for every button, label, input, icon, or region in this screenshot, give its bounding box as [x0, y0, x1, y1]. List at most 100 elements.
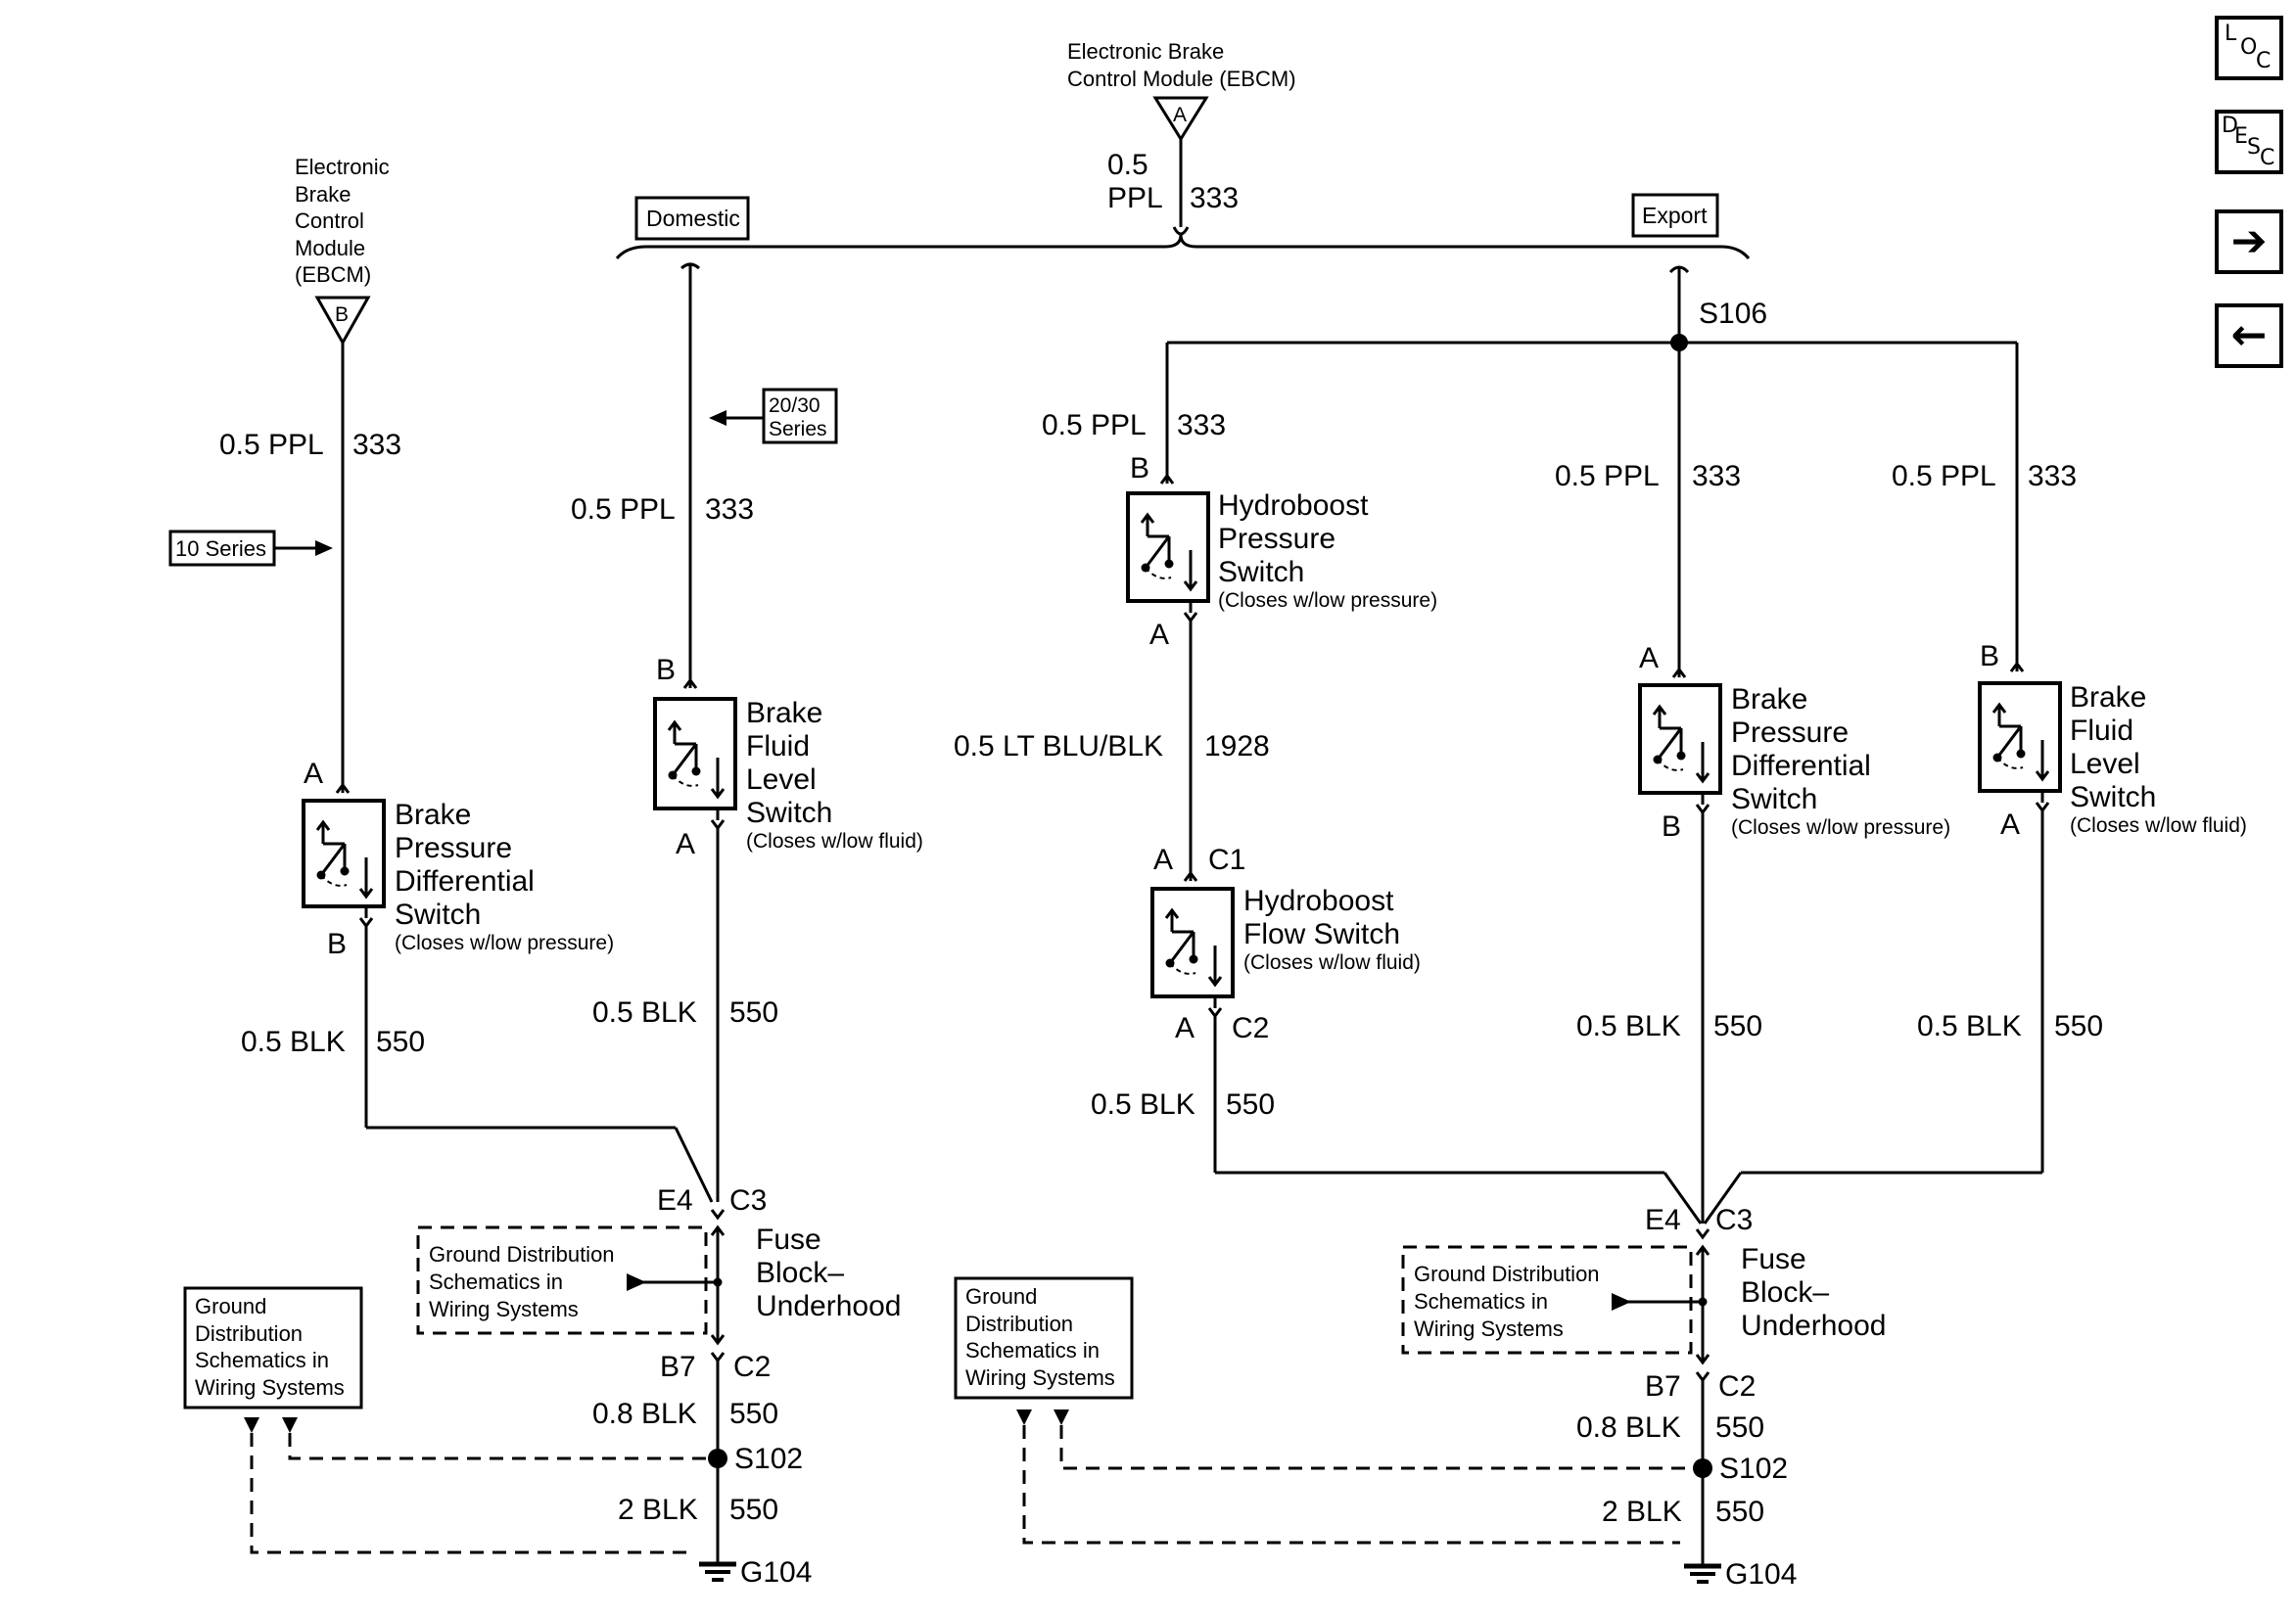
right-gd-inner-2: Schematics in: [1414, 1289, 1548, 1314]
right-gd-box-4: Wiring Systems: [965, 1365, 1115, 1390]
dom-bfl-name-4: Switch: [746, 797, 832, 829]
ebcm-a-label-line1: Electronic Brake: [1067, 39, 1224, 64]
right-fuse-c3: C3: [1715, 1204, 1753, 1236]
description-button[interactable]: D E S C: [2215, 110, 2283, 174]
left-bpd-pin-b: B: [327, 928, 347, 960]
exp-bpd-name-1: Brake: [1731, 683, 1807, 716]
hbp-wire-ppl: 0.5 PPL: [1042, 409, 1147, 441]
ebcm-a-label-line2: Control Module (EBCM): [1067, 67, 1296, 91]
exp-bfl-circuit-550: 550: [2054, 1010, 2103, 1042]
right-fuse-c2: C2: [1718, 1370, 1756, 1403]
desc-letter-c: C: [2260, 146, 2275, 170]
loc-letter-l: L: [2225, 22, 2237, 46]
ebcm-b-line3: Control: [295, 208, 364, 233]
domestic-label: Domestic: [646, 206, 740, 231]
left-g104: G104: [740, 1556, 812, 1589]
dom-bfl-name-2: Fluid: [746, 730, 810, 762]
left-gd-inner-3: Wiring Systems: [429, 1297, 579, 1321]
left-bpd-pin-a: A: [304, 758, 323, 790]
left-wire-blk-550-a: 0.5 BLK: [241, 1026, 346, 1058]
exp-bpd-name-2: Pressure: [1731, 716, 1849, 749]
right-ground-g104-symbol: [1684, 1563, 1721, 1584]
top-wire-gauge: 0.5: [1107, 149, 1148, 181]
hbf-c2: C2: [1232, 1012, 1269, 1044]
left-bpd-note: (Closes w/low pressure): [395, 932, 614, 954]
left-gd-box-4: Wiring Systems: [195, 1375, 345, 1400]
export-label: Export: [1642, 203, 1708, 228]
next-page-button[interactable]: ➔: [2215, 209, 2283, 274]
hbp-note: (Closes w/low pressure): [1218, 589, 1437, 612]
exp-bpd-name-4: Switch: [1731, 783, 1817, 815]
left-fuse-b7: B7: [660, 1351, 696, 1383]
series-10-label: 10 Series: [175, 536, 266, 561]
ebcm-b-line2: Brake: [295, 182, 351, 207]
left-gd-inner-1: Ground Distribution: [429, 1242, 615, 1267]
right-fuse-name-2: Block–: [1741, 1276, 1829, 1309]
ebcm-b-line4: Module: [295, 236, 365, 260]
hbf-wire-blk: 0.5 BLK: [1091, 1088, 1195, 1121]
left-gd-inner-2: Schematics in: [429, 1270, 563, 1294]
left-wire-ppl: 0.5 PPL: [219, 429, 324, 461]
right-gd-inner-1: Ground Distribution: [1414, 1262, 1600, 1286]
exp-bfl-wire-blk: 0.5 BLK: [1917, 1010, 2022, 1042]
hbp-wire-ltblu: 0.5 LT BLU/BLK: [954, 730, 1163, 762]
right-wire-08blk: 0.8 BLK: [1576, 1411, 1681, 1444]
right-fuse-name-3: Underhood: [1741, 1310, 1886, 1342]
exp-bfl-name-3: Level: [2070, 748, 2140, 780]
left-ground-g104-symbol: [699, 1561, 736, 1582]
exp-bpd-circuit-550: 550: [1713, 1010, 1762, 1042]
left-s102: S102: [734, 1443, 803, 1475]
top-wire-color: PPL: [1107, 182, 1163, 214]
dom-bfl-name-1: Brake: [746, 697, 822, 729]
left-fuse-c2: C2: [733, 1351, 771, 1383]
left-fuse-name-1: Fuse: [756, 1224, 821, 1256]
right-gd-inner-3: Wiring Systems: [1414, 1317, 1564, 1341]
dom-bfl-name-3: Level: [746, 763, 817, 796]
hbp-name-3: Switch: [1218, 556, 1304, 588]
exp-bpd-name-3: Differential: [1731, 750, 1871, 782]
loc-letter-c: C: [2256, 49, 2272, 73]
ebcm-b-line1: Electronic: [295, 155, 390, 179]
left-gd-box-3: Schematics in: [195, 1348, 329, 1372]
s106-label: S106: [1699, 298, 1767, 330]
hbp-circuit-1928: 1928: [1204, 730, 1270, 762]
hbp-pin-b: B: [1130, 452, 1149, 485]
location-button[interactable]: L O C: [2215, 16, 2283, 80]
exp-bfl-name-2: Fluid: [2070, 715, 2133, 747]
hbp-name-1: Hydroboost: [1218, 489, 1369, 522]
previous-page-button[interactable]: ←: [2215, 303, 2283, 368]
left-wire-2blk: 2 BLK: [618, 1494, 698, 1526]
right-circuit-550-c: 550: [1715, 1496, 1764, 1528]
left-wire-08blk: 0.8 BLK: [592, 1398, 697, 1430]
exp-bpd-wire-ppl: 0.5 PPL: [1555, 460, 1660, 492]
left-gd-box-2: Distribution: [195, 1321, 303, 1346]
hbf-note: (Closes w/low fluid): [1243, 951, 1421, 974]
right-g104: G104: [1725, 1558, 1797, 1591]
left-fuse-name-3: Underhood: [756, 1290, 901, 1322]
dom-bfl-note: (Closes w/low fluid): [746, 830, 923, 853]
left-fuse-c3: C3: [729, 1184, 767, 1217]
dom-bfl-pin-a: A: [676, 828, 695, 860]
hbf-pin-a-top: A: [1153, 844, 1173, 876]
hbf-circuit-550: 550: [1226, 1088, 1275, 1121]
dom-wire-333: 333: [705, 493, 754, 526]
exp-bfl-wire-333: 333: [2028, 460, 2077, 492]
series-2030-line1: 20/30: [769, 394, 820, 417]
exp-bfl-wire-ppl: 0.5 PPL: [1892, 460, 1996, 492]
right-wire-2blk: 2 BLK: [1602, 1496, 1682, 1528]
exp-bfl-note: (Closes w/low fluid): [2070, 814, 2247, 837]
right-fuse-b7: B7: [1645, 1370, 1681, 1403]
left-bpd-name-3: Differential: [395, 865, 535, 898]
ebcm-a-connector-symbol: [1152, 96, 1209, 142]
right-gd-box-2: Distribution: [965, 1312, 1073, 1336]
right-gd-box-1: Ground: [965, 1284, 1037, 1309]
series-2030-line2: Series: [769, 418, 827, 440]
top-wire-circuit: 333: [1190, 182, 1239, 214]
hbf-name-1: Hydroboost: [1243, 885, 1394, 917]
right-fuse-e4: E4: [1645, 1204, 1681, 1236]
hbf-name-2: Flow Switch: [1243, 918, 1400, 950]
left-bpd-name-2: Pressure: [395, 832, 512, 864]
left-circuit-550-b: 550: [729, 1398, 778, 1430]
desc-letter-d: D: [2222, 114, 2238, 138]
left-fuse-e4: E4: [657, 1184, 693, 1217]
